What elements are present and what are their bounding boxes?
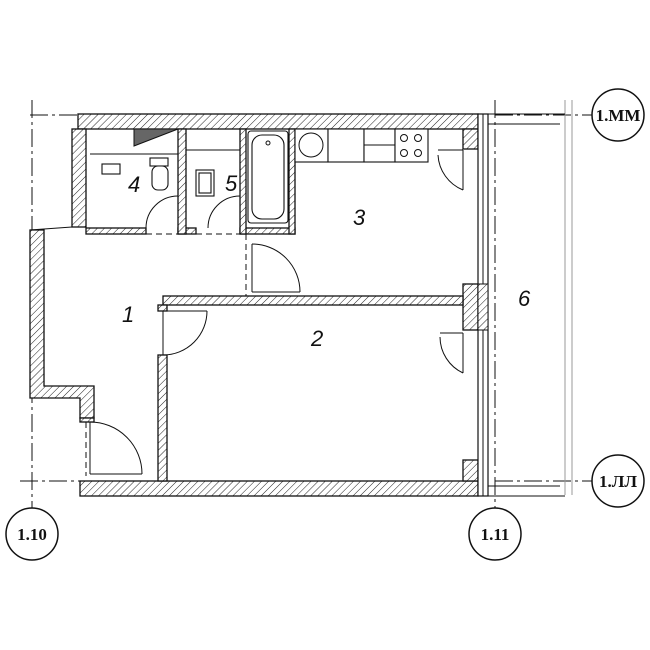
axis-label-bottom-left: 1.10: [17, 525, 47, 544]
room-number-1: 1: [122, 302, 134, 327]
room-number-6: 6: [518, 286, 531, 311]
doors: [85, 149, 464, 476]
room-number-2: 2: [310, 326, 323, 351]
axis-marker-bottom-right: 1.11: [468, 507, 522, 561]
axis-marker-bottom-left: 1.10: [5, 507, 59, 561]
fixtures: [90, 128, 429, 224]
axis-marker-right-bottom: 1.ЛЛ: [591, 454, 645, 508]
room-number-3: 3: [353, 205, 366, 230]
axis-label-right-top: 1.ММ: [596, 106, 641, 125]
axis-label-bottom-right: 1.11: [481, 525, 510, 544]
balcony: [477, 113, 565, 497]
room-number-4: 4: [128, 172, 140, 197]
axis-label-right-bottom: 1.ЛЛ: [599, 472, 637, 491]
axis-marker-right-top: 1.ММ: [591, 88, 645, 142]
room-number-5: 5: [225, 171, 238, 196]
